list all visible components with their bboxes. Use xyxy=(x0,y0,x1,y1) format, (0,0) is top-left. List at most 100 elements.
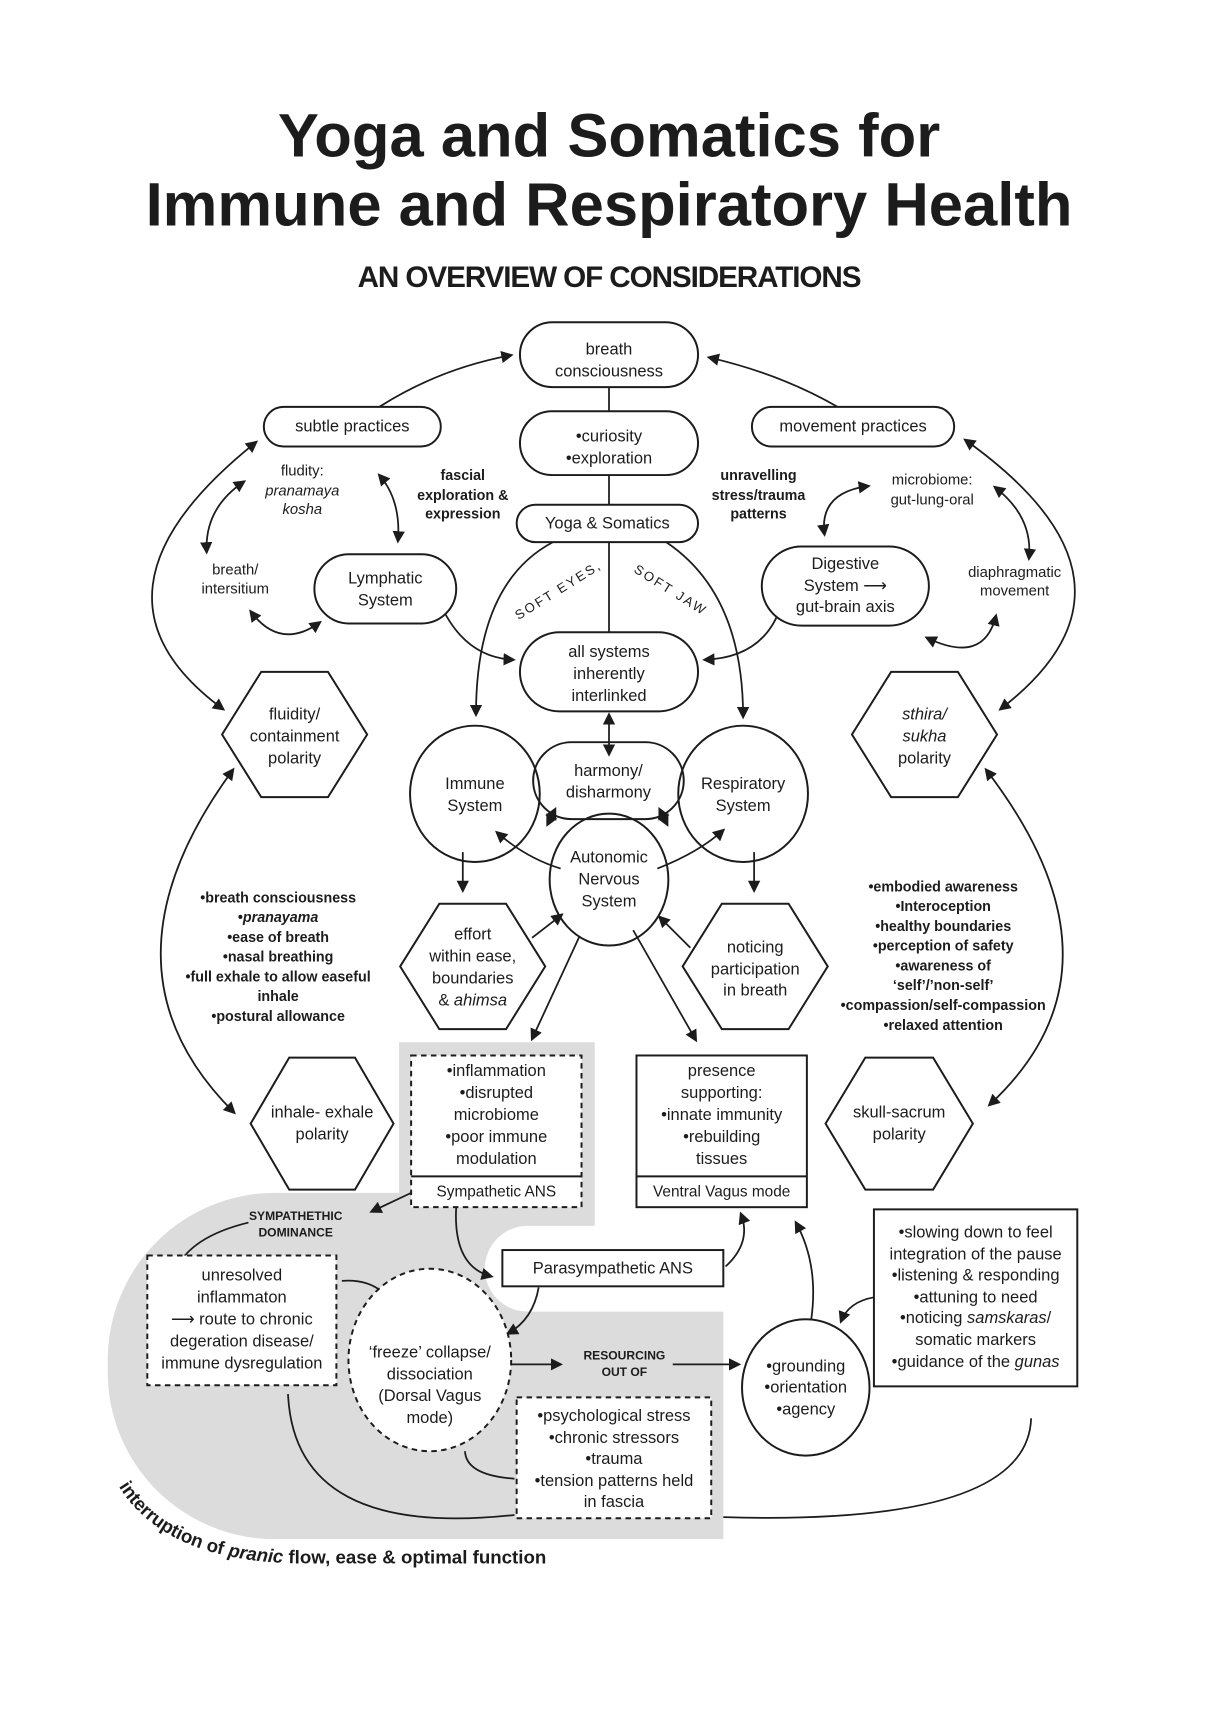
stress-line: in fascia xyxy=(584,1493,645,1511)
connector-arrow-yoga-resp xyxy=(665,541,750,720)
inhale-hexagon-shape xyxy=(249,1056,395,1191)
subtle-line: subtle practices xyxy=(295,418,409,436)
digest-line: System ⟶ xyxy=(804,577,887,595)
breath-line: consciousness xyxy=(555,363,663,381)
node-subtle: subtle practices xyxy=(262,405,442,448)
effort-line: & ahimsa xyxy=(438,992,507,1010)
immune-line: Immune xyxy=(445,775,505,793)
breathInt-line: breath/ xyxy=(212,563,259,579)
connector-arrow-movement-to-breath xyxy=(706,353,839,408)
symp-line: •disrupted xyxy=(460,1084,534,1102)
leftList-line: inhale xyxy=(257,989,298,1005)
rightBox-box-shape xyxy=(872,1208,1079,1388)
fascial-line: fascial xyxy=(441,468,485,484)
grounding-circle-shape xyxy=(741,1318,871,1457)
rightList-line: •Interoception xyxy=(895,899,990,915)
ventral-line: •rebuilding xyxy=(683,1128,760,1146)
rightBox-line-segment: / xyxy=(1047,1309,1052,1327)
unravel-line: patterns xyxy=(730,507,786,523)
harmony-pill-shape xyxy=(532,741,685,821)
rightList-line: ‘self’/’non-self’ xyxy=(893,978,994,994)
rightList-line: •perception of safety xyxy=(873,939,1014,955)
micro-line: gut-lung-oral xyxy=(891,492,974,508)
para-line: Parasympathetic ANS xyxy=(533,1260,693,1278)
grounding-line: •agency xyxy=(776,1400,836,1418)
symp-line: •poor immune xyxy=(445,1128,547,1146)
connector-arrow-ans-resp xyxy=(657,828,726,870)
rightBox-line-segment: samskaras xyxy=(967,1309,1047,1327)
interruption-caption-pranic: pranic xyxy=(226,1539,285,1567)
breath-pill-shape xyxy=(518,321,700,389)
node-freeze: ‘freeze’ collapse/dissociation(Dorsal Va… xyxy=(347,1267,513,1453)
connector-arrow-breathint-lymph xyxy=(249,609,322,636)
subtle-pill-shape xyxy=(262,405,442,448)
unresolved-line: immune dysregulation xyxy=(161,1354,322,1372)
fascial-line: expression xyxy=(425,507,500,523)
leftList-line: •breath consciousness xyxy=(200,890,356,906)
rightBox-line: •slowing down to feel xyxy=(899,1223,1053,1241)
yoga-pill-shape xyxy=(515,503,700,544)
inhale-line: inhale- exhale xyxy=(271,1104,374,1122)
connector-arrow-harmony-ans-left xyxy=(545,807,558,827)
connector-arrow-freeze-stress xyxy=(464,1451,515,1480)
connector-arrow-grounding-ventral xyxy=(794,1220,815,1320)
sympDom-line: DOMINANCE xyxy=(258,1225,332,1239)
noticing-line: in breath xyxy=(723,982,787,1000)
connector-arrow-diaph-digest xyxy=(924,613,1000,649)
node-leftList: •breath consciousness•pranayama•ease of … xyxy=(186,890,371,1025)
movement-pill-shape xyxy=(750,405,956,448)
effort-hexagon-shape xyxy=(398,902,547,1031)
ans-circle-shape xyxy=(548,812,670,947)
leftList-line: •postural allowance xyxy=(211,1009,345,1025)
ans-line: Nervous xyxy=(578,871,639,889)
interruption-caption-part-3: flow, ease & optimal function xyxy=(283,1546,546,1567)
node-micro: microbiome: gut-lung-oral xyxy=(891,473,974,509)
leftList-line: •pranayama xyxy=(238,910,318,926)
connector-arrow-ans-immune xyxy=(495,830,561,870)
connector-arrow-symp-para xyxy=(455,1207,494,1280)
connector-arrow-lymph-allsys xyxy=(438,600,516,666)
fluidity-line: polarity xyxy=(268,750,322,768)
connector-arrow-effort-ans xyxy=(531,913,564,939)
freeze-line: dissociation xyxy=(387,1365,473,1383)
connector-arrow-fluidity-inhale xyxy=(160,767,236,1115)
micro-line: microbiome: xyxy=(892,473,973,489)
freeze-line: mode) xyxy=(406,1409,453,1427)
leftList-line: •nasal breathing xyxy=(223,950,334,966)
unravel-line: unravelling xyxy=(720,468,796,484)
node-harmony: harmony/disharmony xyxy=(532,741,685,821)
breathInt-line: intersitium xyxy=(201,581,269,597)
connector-arrow-subtle-to-breath xyxy=(378,350,514,408)
diaph-line: movement xyxy=(980,584,1050,600)
sthira-hexagon-shape xyxy=(850,670,999,799)
node-breathInt: breath/intersitium xyxy=(201,563,269,598)
movement-line: movement practices xyxy=(779,418,926,436)
sthira-line: polarity xyxy=(898,750,952,768)
resp-line: System xyxy=(716,797,771,815)
lymph-pill-shape xyxy=(313,553,458,625)
harmony-line: disharmony xyxy=(566,784,652,802)
symp-line: •inflammation xyxy=(447,1062,546,1080)
harmony-line: harmony/ xyxy=(574,762,643,780)
skull-line: skull-sacrum xyxy=(853,1104,945,1122)
allsys-line: inherently xyxy=(573,665,645,683)
page-subtitle: AN OVERVIEW OF CONSIDERATIONS xyxy=(358,261,861,294)
leftList-line-segment: • xyxy=(238,910,243,926)
rightBox-line: •attuning to need xyxy=(914,1288,1038,1306)
fludity-line: fludity: xyxy=(281,464,324,480)
connector-arrow-fludity-breathint xyxy=(200,480,247,555)
unresolved-box-shape xyxy=(146,1254,338,1387)
grounding-line: •grounding xyxy=(766,1358,845,1376)
